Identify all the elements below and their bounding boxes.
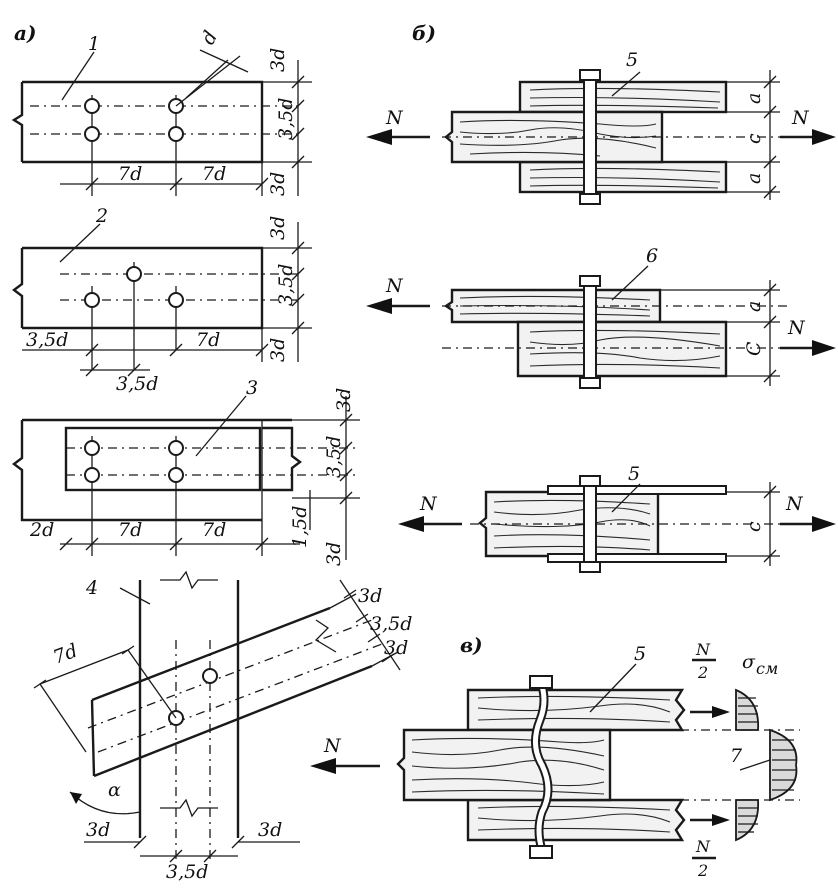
joint-b2-single-lap <box>366 265 836 389</box>
dim-35d-2-bottom: 3,5d <box>116 373 158 395</box>
dim-c-b3: c <box>743 521 765 532</box>
dim-c-b1: c <box>743 133 765 144</box>
joint-b1-double-cover <box>366 69 836 205</box>
label-7: 7 <box>730 745 743 767</box>
label-5-b1: 5 <box>626 49 638 71</box>
dim-3d-4-right: 3d <box>258 819 282 841</box>
dim-3d-bot-3: 3d <box>323 542 345 566</box>
dim-3d-top-1: 3d <box>267 48 289 72</box>
force-N2-top-num: N <box>695 640 711 659</box>
joint-v-bent-bolt <box>310 658 800 860</box>
force-N-b1-right: N <box>791 107 810 129</box>
force-N2-bot-den: 2 <box>697 861 708 880</box>
plate-3 <box>12 395 360 560</box>
label-1: 1 <box>88 33 100 55</box>
stress-sigma: σ <box>742 651 756 673</box>
force-N2-bot-num: N <box>695 837 711 856</box>
force-N-b3-left: N <box>419 493 438 515</box>
panel-label-a: а) <box>14 21 36 45</box>
dim-35d-2: 3,5d <box>275 264 297 306</box>
stress-sigma-subscript: см <box>756 659 778 678</box>
force-N-b1-left: N <box>385 107 404 129</box>
dim-3d-4-left: 3d <box>86 819 110 841</box>
force-N-b2-left: N <box>385 275 404 297</box>
dim-C-b2: C <box>743 341 765 356</box>
dim-3d-4a: 3d <box>358 585 382 607</box>
label-3: 3 <box>246 377 258 399</box>
label-2: 2 <box>95 205 108 227</box>
label-5-b3: 5 <box>628 463 640 485</box>
dim-35d-4: 3,5d <box>370 613 412 635</box>
joint-4-inclined <box>33 570 401 863</box>
dim-35d-3: 3,5d <box>323 436 345 478</box>
dim-d: d <box>197 27 222 48</box>
plate-1 <box>11 49 312 196</box>
force-N-b2-right: N <box>787 317 806 339</box>
plate-2 <box>12 222 312 377</box>
dim-3d-4b: 3d <box>384 637 408 659</box>
dim-3d-top-2: 3d <box>267 216 289 240</box>
force-N-v-left: N <box>323 735 342 757</box>
alpha-angle: α <box>108 779 121 801</box>
label-6: 6 <box>646 245 658 267</box>
panel-label-v: в) <box>460 633 483 657</box>
dim-35d-2-left: 3,5d <box>26 329 68 351</box>
label-4: 4 <box>85 577 98 599</box>
dim-35d-4-bottom: 3,5d <box>166 861 208 883</box>
panel-label-b: б) <box>412 21 436 45</box>
dim-3d-bot-2: 3d <box>267 338 289 362</box>
dim-a-b1-bot: a <box>743 173 765 184</box>
dim-a-b2: a <box>743 301 765 312</box>
label-5-v: 5 <box>634 643 646 665</box>
dim-7d-4: 7d <box>50 640 80 669</box>
dim-3d-bot-1: 3d <box>267 172 289 196</box>
dim-7d-3b: 7d <box>202 519 226 541</box>
dim-3d-top-3: 3d <box>333 388 355 412</box>
dim-a-b1-top: a <box>743 93 765 104</box>
dim-35d-1: 3,5d <box>275 98 297 140</box>
dim-15d-3: 1,5d <box>289 506 311 548</box>
dim-7d-1b: 7d <box>202 163 226 185</box>
force-N2-top-den: 2 <box>697 663 708 682</box>
joint-b3-steel-plates <box>398 475 836 573</box>
dim-7d-1a: 7d <box>118 163 142 185</box>
dim-7d-2: 7d <box>196 329 220 351</box>
force-N-b3-right: N <box>785 493 804 515</box>
dim-7d-3a: 7d <box>118 519 142 541</box>
dim-2d-3: 2d <box>29 519 54 541</box>
